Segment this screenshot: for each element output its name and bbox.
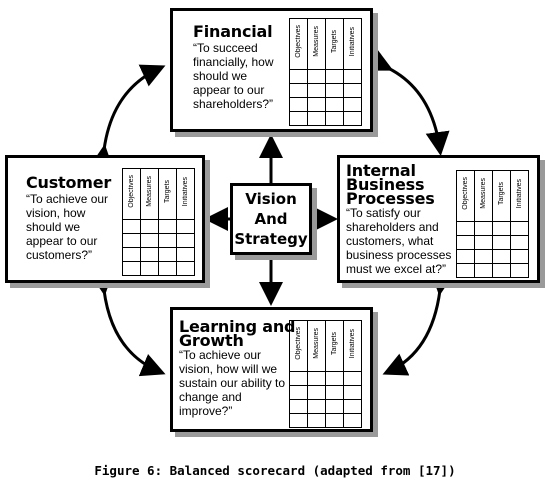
grid-row <box>456 263 529 278</box>
grid-row <box>122 219 195 234</box>
financial-box: Financial “To succeed financially, how s… <box>170 8 373 132</box>
financial-title: Financial <box>193 22 273 41</box>
arrow-financial-internal <box>366 49 450 156</box>
grid-row <box>289 111 362 126</box>
learning-and-growth-grid: Objectives Measures Targets Initiatives <box>289 320 362 428</box>
arrow-customer-learning <box>89 270 166 377</box>
grid-header: Targets <box>325 320 344 372</box>
grid-header: Objectives <box>122 168 141 220</box>
financial-grid: Objectives Measures Targets Initiatives <box>289 18 362 126</box>
internal-business-processes-box: Internal Business Processes “To satisfy … <box>337 155 540 283</box>
vision-and-strategy-box: Vision And Strategy <box>230 183 312 255</box>
financial-question: “To succeed financially, how should we a… <box>193 41 274 111</box>
grid-header: Initiatives <box>176 168 195 220</box>
grid-header: Measures <box>307 18 326 70</box>
grid-header: Measures <box>474 170 493 222</box>
arrow-customer-financial <box>89 64 166 170</box>
grid-row <box>122 261 195 276</box>
grid-row <box>289 385 362 400</box>
internal-business-processes-grid: Objectives Measures Targets Initiatives <box>456 170 529 278</box>
grid-header: Objectives <box>289 320 308 372</box>
grid-header: Targets <box>158 168 177 220</box>
customer-box: Customer “To achieve our vision, how sho… <box>5 155 205 283</box>
grid-row <box>289 371 362 386</box>
grid-header: Initiatives <box>343 320 362 372</box>
grid-header: Measures <box>307 320 326 372</box>
grid-row <box>456 249 529 264</box>
grid-header: Targets <box>492 170 511 222</box>
grid-row <box>289 413 362 428</box>
arrow-internal-learning <box>382 270 455 376</box>
grid-row <box>289 83 362 98</box>
grid-row <box>122 247 195 262</box>
customer-title: Customer <box>26 173 112 192</box>
figure-caption: Figure 6: Balanced scorecard (adapted fr… <box>94 463 456 478</box>
grid-header: Objectives <box>456 170 475 222</box>
grid-header: Measures <box>140 168 159 220</box>
grid-header: Objectives <box>289 18 308 70</box>
learning-and-growth-question: “To achieve our vision, how will we sust… <box>179 348 286 418</box>
vision-and-strategy-label: Vision And Strategy <box>234 190 308 248</box>
learning-and-growth-title: Learning and Growth <box>179 317 296 350</box>
grid-row <box>289 97 362 112</box>
customer-question: “To achieve our vision, how should we ap… <box>26 192 109 262</box>
internal-business-processes-question: “To satisfy our shareholders and custome… <box>346 206 452 276</box>
learning-and-growth-box: Learning and Growth “To achieve our visi… <box>170 307 373 432</box>
grid-header: Targets <box>325 18 344 70</box>
grid-row <box>122 233 195 248</box>
grid-header: Initiatives <box>343 18 362 70</box>
internal-business-processes-title: Internal Business Processes <box>346 161 435 208</box>
grid-row <box>289 69 362 84</box>
customer-grid: Objectives Measures Targets Initiatives <box>122 168 195 276</box>
grid-row <box>456 221 529 236</box>
grid-row <box>456 235 529 250</box>
grid-header: Initiatives <box>510 170 529 222</box>
grid-row <box>289 399 362 414</box>
